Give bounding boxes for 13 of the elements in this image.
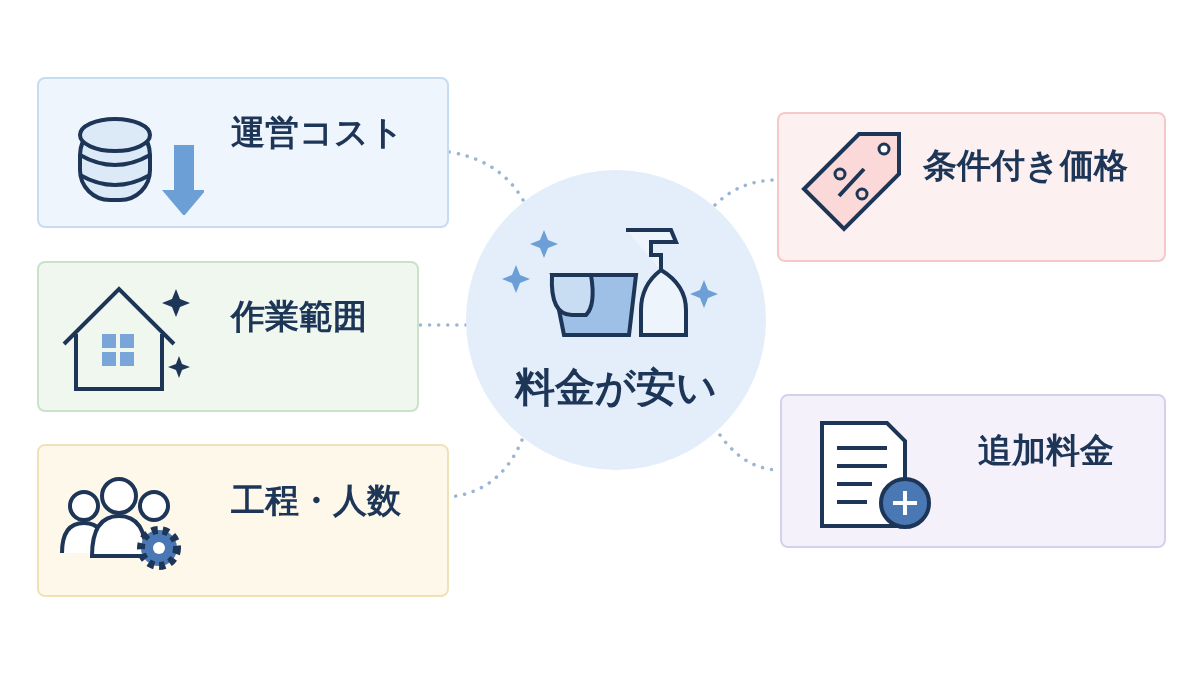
category-box: [780, 394, 1166, 548]
dotted-connector: [447, 150, 525, 202]
category-label: 運営コスト: [231, 111, 404, 154]
category-box: [777, 112, 1166, 262]
category-box: [37, 261, 419, 412]
category-box: [37, 444, 449, 597]
category-box: [37, 77, 449, 228]
dotted-connector: [417, 323, 468, 327]
category-label: 条件付き価格: [923, 144, 1128, 187]
category-label: 作業範囲: [231, 295, 367, 338]
category-label: 工程・人数: [231, 479, 401, 522]
topic-label: 料金が安い: [513, 363, 718, 412]
category-label: 追加料金: [978, 429, 1114, 472]
